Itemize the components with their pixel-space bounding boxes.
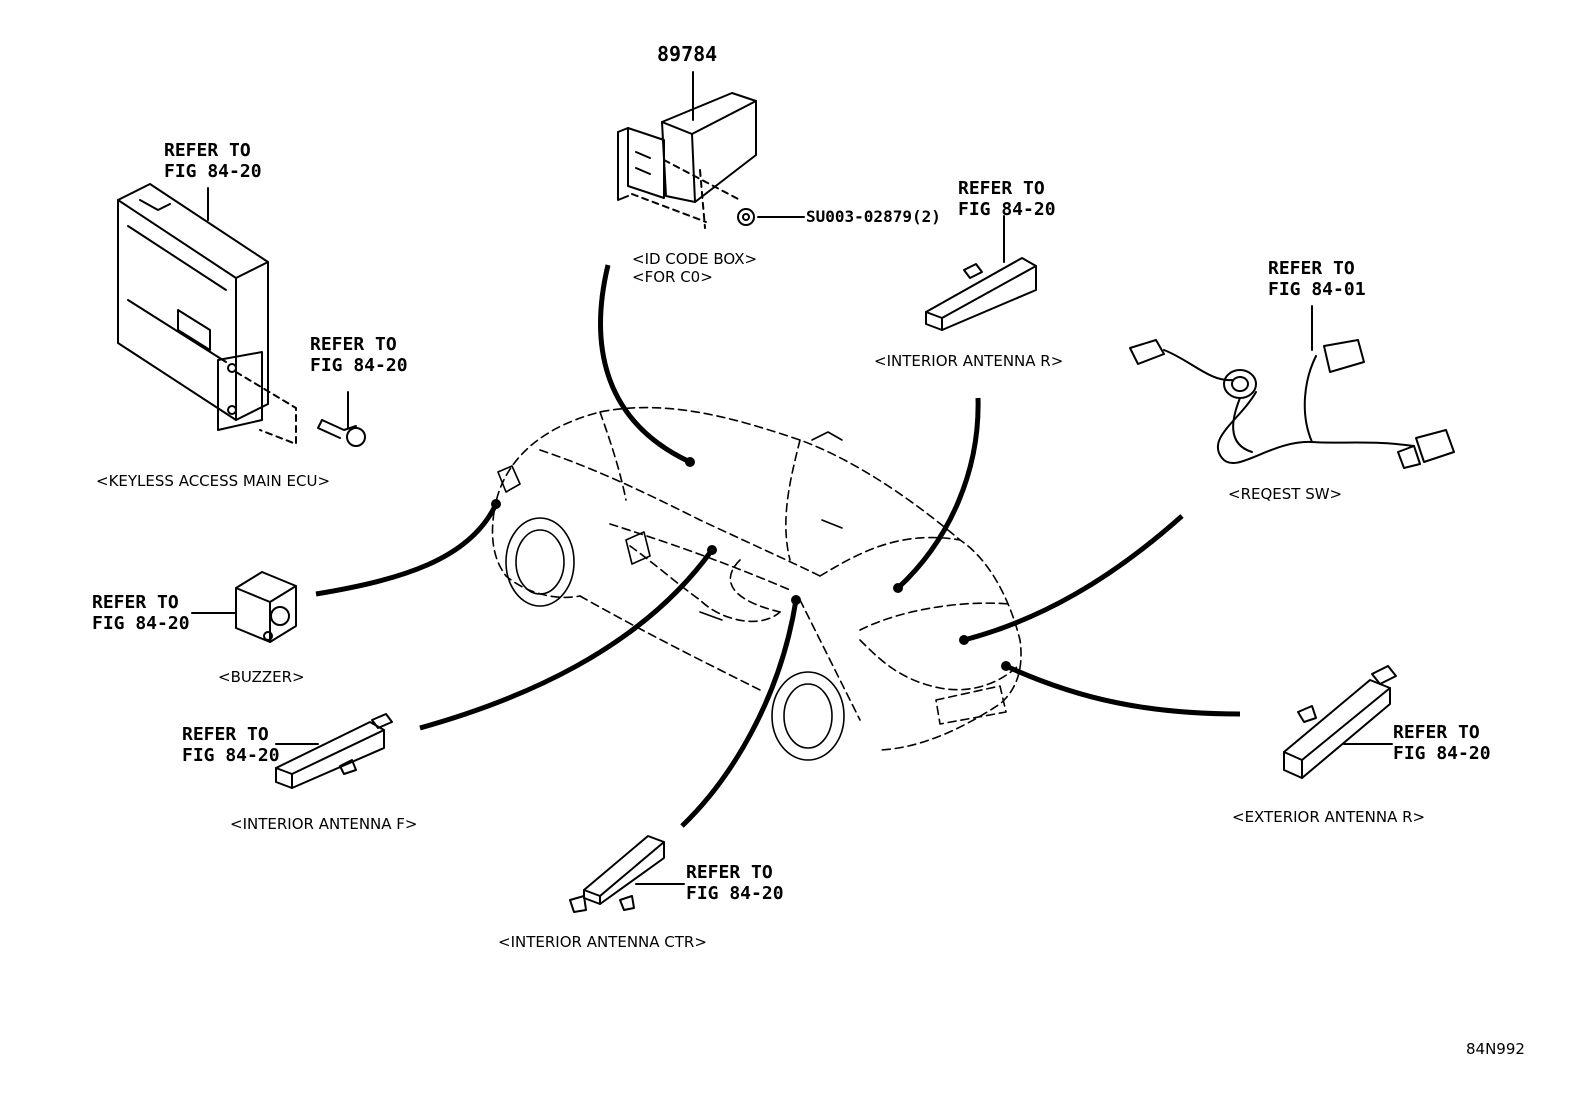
ref-ecu[interactable]: REFER TO FIG 84-20 [164, 140, 262, 182]
leader-lines [315, 264, 1241, 828]
rear-wheel [771, 671, 845, 761]
caption-buzzer: <BUZZER> [218, 668, 305, 686]
bolt-part-number[interactable]: SU003-02879(2) [806, 207, 941, 226]
caption-id-code-box: <ID CODE BOX> <FOR C0> [632, 250, 758, 286]
ref-antenna-ctr[interactable]: REFER TO FIG 84-20 [686, 862, 784, 904]
ref-antenna-r[interactable]: REFER TO FIG 84-20 [958, 178, 1056, 220]
caption-keyless-ecu: <KEYLESS ACCESS MAIN ECU> [96, 472, 331, 490]
interior-antenna-r-part [925, 215, 1037, 331]
keyless-ecu-part [117, 183, 366, 447]
ref-exterior-antenna[interactable]: REFER TO FIG 84-20 [1393, 722, 1491, 764]
part-number-89784[interactable]: 89784 [657, 42, 718, 66]
caption-interior-antenna-ctr: <INTERIOR ANTENNA CTR> [498, 933, 707, 951]
caption-request-sw: <REQEST SW> [1228, 485, 1343, 503]
interior-antenna-ctr-part [569, 835, 685, 913]
ref-ecu-bolt[interactable]: REFER TO FIG 84-20 [310, 334, 408, 376]
id-code-box-part [617, 71, 805, 229]
caption-exterior-antenna-r: <EXTERIOR ANTENNA R> [1232, 808, 1426, 826]
vehicle-outline [491, 406, 1022, 751]
front-wheel [505, 517, 575, 607]
ref-request-sw[interactable]: REFER TO FIG 84-01 [1268, 258, 1366, 300]
interior-antenna-f-part [275, 713, 393, 789]
buzzer-part [191, 571, 297, 643]
caption-interior-antenna-f: <INTERIOR ANTENNA F> [230, 815, 418, 833]
caption-interior-antenna-r: <INTERIOR ANTENNA R> [874, 352, 1064, 370]
request-sw-part [1129, 305, 1455, 469]
ref-buzzer[interactable]: REFER TO FIG 84-20 [92, 592, 190, 634]
diagram-code: 84N992 [1466, 1040, 1525, 1058]
ref-antenna-f[interactable]: REFER TO FIG 84-20 [182, 724, 280, 766]
exterior-antenna-r-part [1283, 665, 1397, 779]
